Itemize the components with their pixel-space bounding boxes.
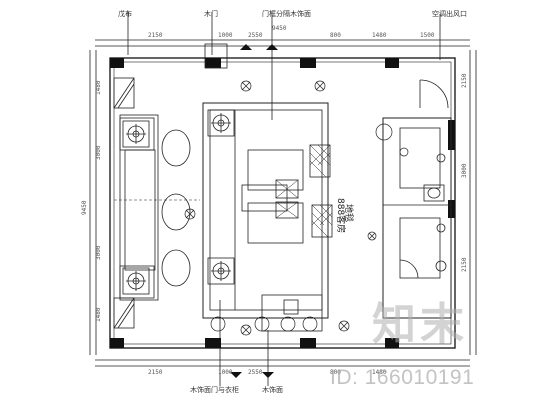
dim-right-2: 3000: [461, 163, 468, 178]
label-top-3: 门框分隔木饰面: [262, 9, 311, 18]
label-bottom-2: 木饰面: [262, 385, 283, 394]
dim-top-2: 1000: [218, 32, 233, 39]
dim-bottom-3: 2550: [248, 369, 263, 376]
dim-top-4: 800: [330, 32, 341, 39]
watermark-id: ID: 166010191: [330, 366, 475, 389]
dim-bottom-5: 1480: [372, 369, 387, 376]
dim-left-2: 3000: [95, 145, 102, 160]
dim-left-3: 3000: [95, 245, 102, 260]
dim-top-3: 2550: [248, 32, 263, 39]
label-top-1: 戊布: [118, 9, 132, 18]
dim-top-total: 9450: [272, 25, 287, 32]
dim-top-6: 1500: [420, 32, 435, 39]
dim-bottom-1: 2150: [148, 369, 163, 376]
dim-top-1: 2150: [148, 32, 163, 39]
dim-left-4: 1480: [95, 307, 102, 322]
label-top-2: 木门: [204, 9, 218, 18]
dim-left-total: 9450: [81, 200, 88, 215]
label-top-4: 空调出风口: [432, 9, 467, 18]
dim-bottom-2: 1000: [218, 369, 233, 376]
dim-right-1: 2150: [461, 73, 468, 88]
dim-top-5: 1480: [372, 32, 387, 39]
dim-left-1: 1480: [95, 80, 102, 95]
room-floor-label: 地毯: [343, 204, 355, 222]
label-bottom-1: 木饰面门与衣柜: [190, 385, 239, 394]
dim-right-3: 2150: [461, 257, 468, 272]
dim-bottom-4: 800: [330, 369, 341, 376]
room-name: 888客房: [335, 198, 347, 233]
watermark-logo: 知末: [372, 299, 468, 350]
